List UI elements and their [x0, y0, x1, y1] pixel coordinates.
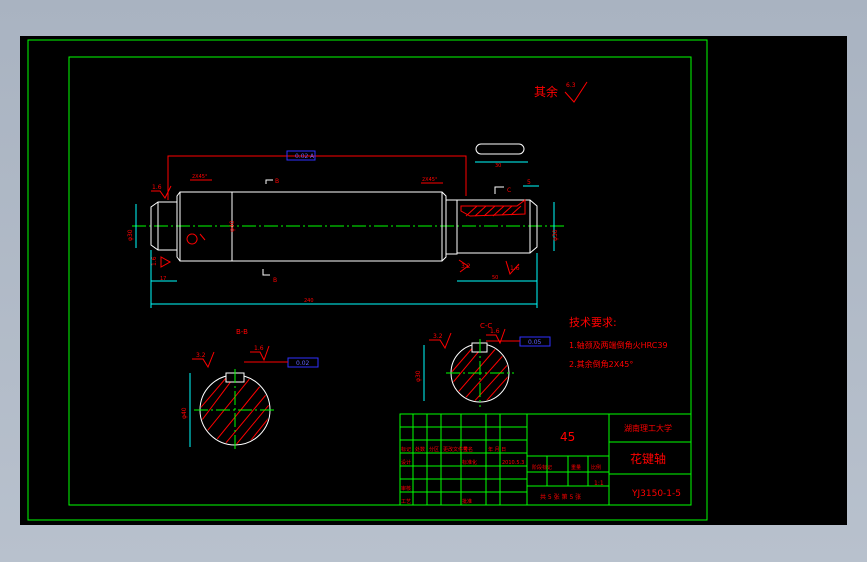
svg-text:工艺: 工艺 — [401, 499, 411, 505]
roughness-3-icon — [505, 260, 520, 275]
roughness-other-value: 6.3 — [566, 82, 576, 89]
chamfer-left-label: 2X45° — [192, 174, 208, 180]
center-hole-mark — [186, 233, 198, 245]
svg-text:3.2: 3.2 — [196, 352, 206, 359]
svg-text:签名: 签名 — [463, 446, 473, 453]
tech-req-title: 技术要求: — [569, 316, 617, 329]
svg-text:处数: 处数 — [415, 446, 425, 453]
svg-text:设计: 设计 — [401, 459, 411, 466]
svg-text:0.02: 0.02 — [296, 360, 310, 367]
svg-text:分区: 分区 — [429, 446, 439, 453]
title-part-name: 花键轴 — [630, 451, 666, 466]
runout-tolerance-frame — [286, 150, 316, 161]
svg-text:3.2: 3.2 — [433, 333, 443, 340]
svg-text:1.6: 1.6 — [254, 345, 264, 352]
title-scale: 1:1 — [594, 480, 604, 487]
shaft-middle-section — [176, 191, 447, 262]
title-block — [399, 413, 692, 506]
svg-text:1.6: 1.6 — [490, 328, 500, 335]
outer-border — [27, 39, 708, 521]
roughness-2-icon — [160, 256, 172, 268]
section-mark-b-top: B — [275, 178, 279, 185]
spline-shaft-drawing: 其余 6.3 30 0.02 A 2X45° 2X45° — [27, 39, 708, 521]
section-b-dim: φ40 — [181, 407, 188, 419]
dim-right-small: 5 — [527, 179, 531, 186]
roughness-1-icon — [151, 185, 172, 199]
chamfer-right-label: 2X45° — [422, 177, 438, 183]
section-c-label: C-C — [480, 322, 492, 330]
dim-keyway-length: 30 — [495, 163, 501, 169]
title-drawing-no: YJ3150-1-5 — [631, 489, 681, 499]
dim-spline-length: 50 — [492, 275, 498, 281]
dim-dia-mid: φ40 — [229, 220, 236, 232]
svg-text:重量: 重量 — [571, 464, 581, 471]
svg-text:A: A — [310, 153, 315, 160]
roughness-symbol-icon — [564, 81, 588, 103]
tech-req-line1: 1.轴颈及两端倒角火HRC39 — [569, 340, 668, 350]
svg-text:标准化: 标准化 — [462, 459, 477, 466]
section-c-roughness-icon — [429, 332, 452, 350]
svg-text:批准: 批准 — [462, 498, 472, 505]
svg-text:1.6: 1.6 — [152, 184, 162, 191]
section-b-roughness-icon — [192, 351, 215, 369]
svg-text:3.2: 3.2 — [461, 263, 471, 270]
drawing-canvas[interactable]: 其余 6.3 30 0.02 A 2X45° 2X45° — [20, 36, 847, 525]
svg-text:0.05: 0.05 — [528, 339, 542, 346]
tech-req-line2: 2.其余倒角2X45° — [569, 359, 633, 369]
svg-text:2010.5.3: 2010.5.3 — [502, 460, 524, 466]
keyway-top-view — [475, 143, 525, 155]
dim-dia-right: φ30 — [552, 229, 559, 241]
runout-tol-value: 0.02 — [295, 153, 309, 160]
inner-border — [68, 56, 692, 506]
svg-text:更改文件号: 更改文件号 — [443, 446, 468, 453]
section-b-label: B-B — [236, 328, 248, 336]
title-material: 45 — [560, 430, 575, 444]
section-c-dim: φ30 — [415, 370, 422, 382]
shaft-spline-end — [457, 199, 538, 254]
svg-text:1.6: 1.6 — [151, 256, 158, 266]
dim-left-length: 17 — [160, 276, 166, 282]
dim-dia-left: φ30 — [127, 229, 134, 241]
section-mark-b-bottom: B — [273, 277, 277, 284]
roughness-other-label: 其余 — [534, 84, 558, 99]
svg-text:标记: 标记 — [401, 446, 411, 453]
svg-text:审核: 审核 — [401, 485, 411, 492]
roughness-4-icon — [458, 259, 469, 273]
svg-text:年 月 日: 年 月 日 — [488, 446, 506, 453]
title-school: 湖南理工大学 — [624, 423, 672, 433]
svg-text:阶段标记: 阶段标记 — [532, 464, 552, 471]
title-sheets: 共 5 张 第 5 张 — [540, 493, 581, 501]
svg-text:比例: 比例 — [591, 464, 601, 471]
spline-keyway-section — [460, 199, 526, 217]
dim-total-length: 240 — [304, 298, 314, 304]
section-mark-c: C — [507, 187, 511, 194]
